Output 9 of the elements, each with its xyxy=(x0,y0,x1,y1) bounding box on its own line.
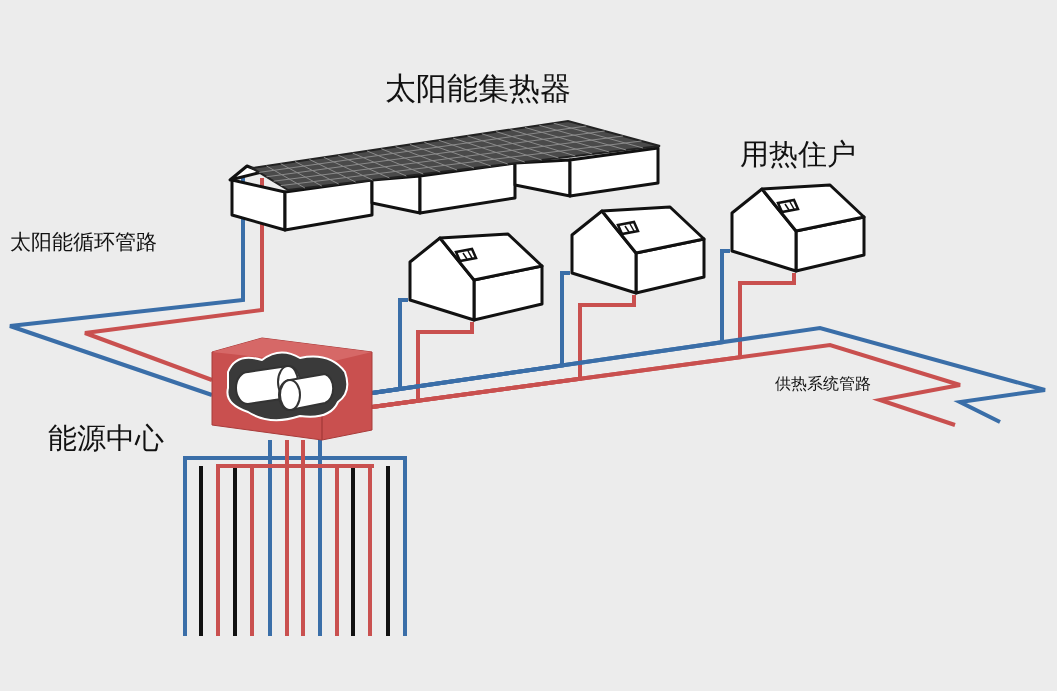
pipe-label: 供热系统管路 xyxy=(775,374,871,394)
pipe-line xyxy=(371,325,1047,424)
component-label: 太阳能集热器 xyxy=(385,70,571,108)
component-label: 能源中心 xyxy=(48,421,164,456)
pipe-label: 太阳能循环管路 xyxy=(10,230,157,256)
group-label: 用热住户 xyxy=(740,137,856,172)
pipe-line xyxy=(8,235,245,397)
pipe-line xyxy=(371,342,962,427)
pipe-line xyxy=(83,235,264,382)
